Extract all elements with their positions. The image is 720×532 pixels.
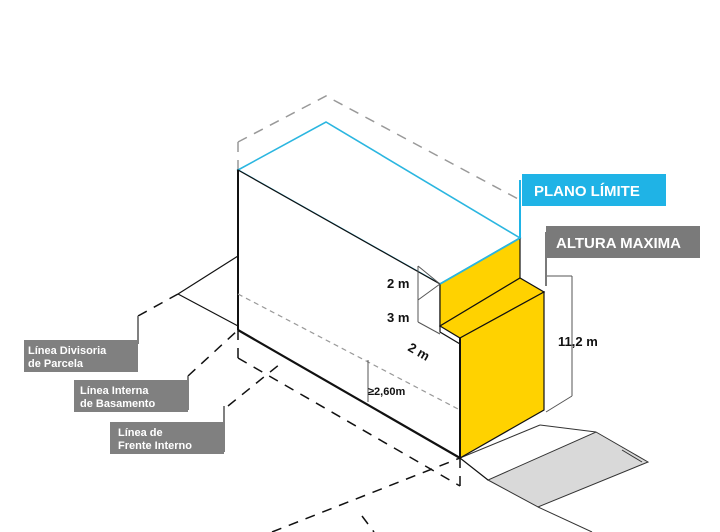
building-base-edge — [237, 329, 461, 459]
dashed-interna — [187, 329, 239, 377]
parcel-back-line — [177, 293, 239, 327]
linea-divisoria-tag: Línea Divisoria de Parcela — [24, 316, 139, 372]
parcel-side-line — [177, 255, 239, 295]
plano-limite-tag: PLANO LÍMITE — [519, 174, 666, 238]
setback-roof-edge — [439, 237, 521, 285]
linea-divisoria-line2: de Parcela — [28, 358, 84, 370]
sidewalk — [459, 424, 650, 532]
linea-interna-line1: Línea Interna — [80, 385, 149, 397]
dashed-lines — [137, 293, 461, 532]
sidewalk-edge-line-2 — [459, 424, 541, 459]
sidewalk-paving — [486, 431, 650, 508]
building-volume — [236, 121, 522, 460]
dim-2m-top: 2 m — [387, 276, 409, 291]
dashed-bottom-tail — [361, 515, 375, 532]
dim-3m: 3 m — [387, 310, 409, 325]
dashed-bottom-diag — [271, 457, 461, 532]
linea-interna-line2: de Basamento — [80, 398, 155, 410]
altura-maxima-tag: ALTURA MAXIMA — [545, 226, 700, 286]
dashed-frente — [227, 363, 281, 407]
dashed-divisoria — [137, 293, 179, 317]
linea-frente-line2: Frente Interno — [118, 440, 192, 452]
parcel-right-ground — [459, 457, 489, 481]
dim-min-height: ≥2,60m — [368, 386, 405, 398]
dim-total-height: 11,2 m — [558, 334, 598, 349]
dashed-front-bottom — [237, 357, 461, 487]
parcel-ground-lines — [177, 255, 489, 481]
dimension-lines — [367, 265, 573, 413]
linea-frente-tag: Línea de Frente Interno — [110, 406, 225, 454]
linea-divisoria-line1: Línea Divisoria — [28, 345, 107, 357]
altura-maxima-label: ALTURA MAXIMA — [556, 235, 681, 252]
sidewalk-edge-line — [621, 449, 643, 463]
linea-interna-tag: Línea Interna de Basamento — [74, 376, 189, 412]
sidewalk-edge-line-3 — [539, 424, 597, 433]
linea-frente-line1: Línea de — [118, 427, 163, 439]
setback-volume — [438, 236, 546, 460]
plano-limite-label: PLANO LÍMITE — [534, 183, 640, 200]
sidewalk-curb-line — [537, 506, 593, 532]
basement-dashed-line — [237, 293, 461, 411]
